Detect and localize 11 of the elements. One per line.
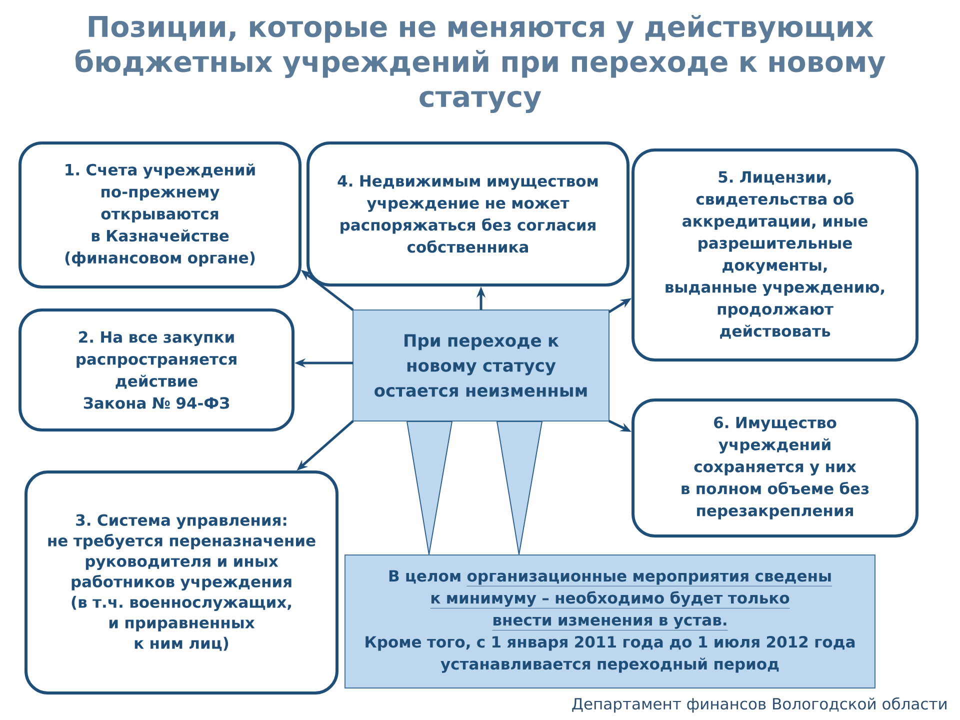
rounded-text-box: 2. На все закупки распространяется действие Закона № 94-ФЗ [18,308,294,432]
rounded-text-box: 4. Недвижимым имуществом учреждение не может распоряжаться без согласия собственника [306,142,630,286]
note-box: В целом организационные мероприятия сведены к минимуму – необходимо будет только внести изменения в устав. Кроме того, с 1 января 2011 года до 1 июля 2012 года устанавливается переходный период [344,554,876,688]
rounded-text-box: 3. Система управления: не требуется переназначение руководителя и иных работников учреждения (в т.ч. военнослужащих, и приравненных к ним лиц) [24,470,338,694]
rounded-text-box: 6. Имущество учреждений сохраняется у них в полном объеме без перезакрепления [632,398,919,538]
pointer-wedge [406,421,452,555]
title: Позиции, которые не меняются у действующих бюджетных учреждений при переходе к новому статусу [75,15,886,113]
highlight-box: При переходе к новому статусу остается неизменным [352,310,610,422]
pointer-wedge [496,421,542,555]
rounded-text-box: 1. Счета учреждений по-прежнему открываются в Казначействе (финансовом органе) [18,142,302,288]
rounded-text-box: 5. Лицензии, свидетельства об аккредитации, иные разрешительные документы, выданные учреждению, продолжают действовать [632,148,919,362]
